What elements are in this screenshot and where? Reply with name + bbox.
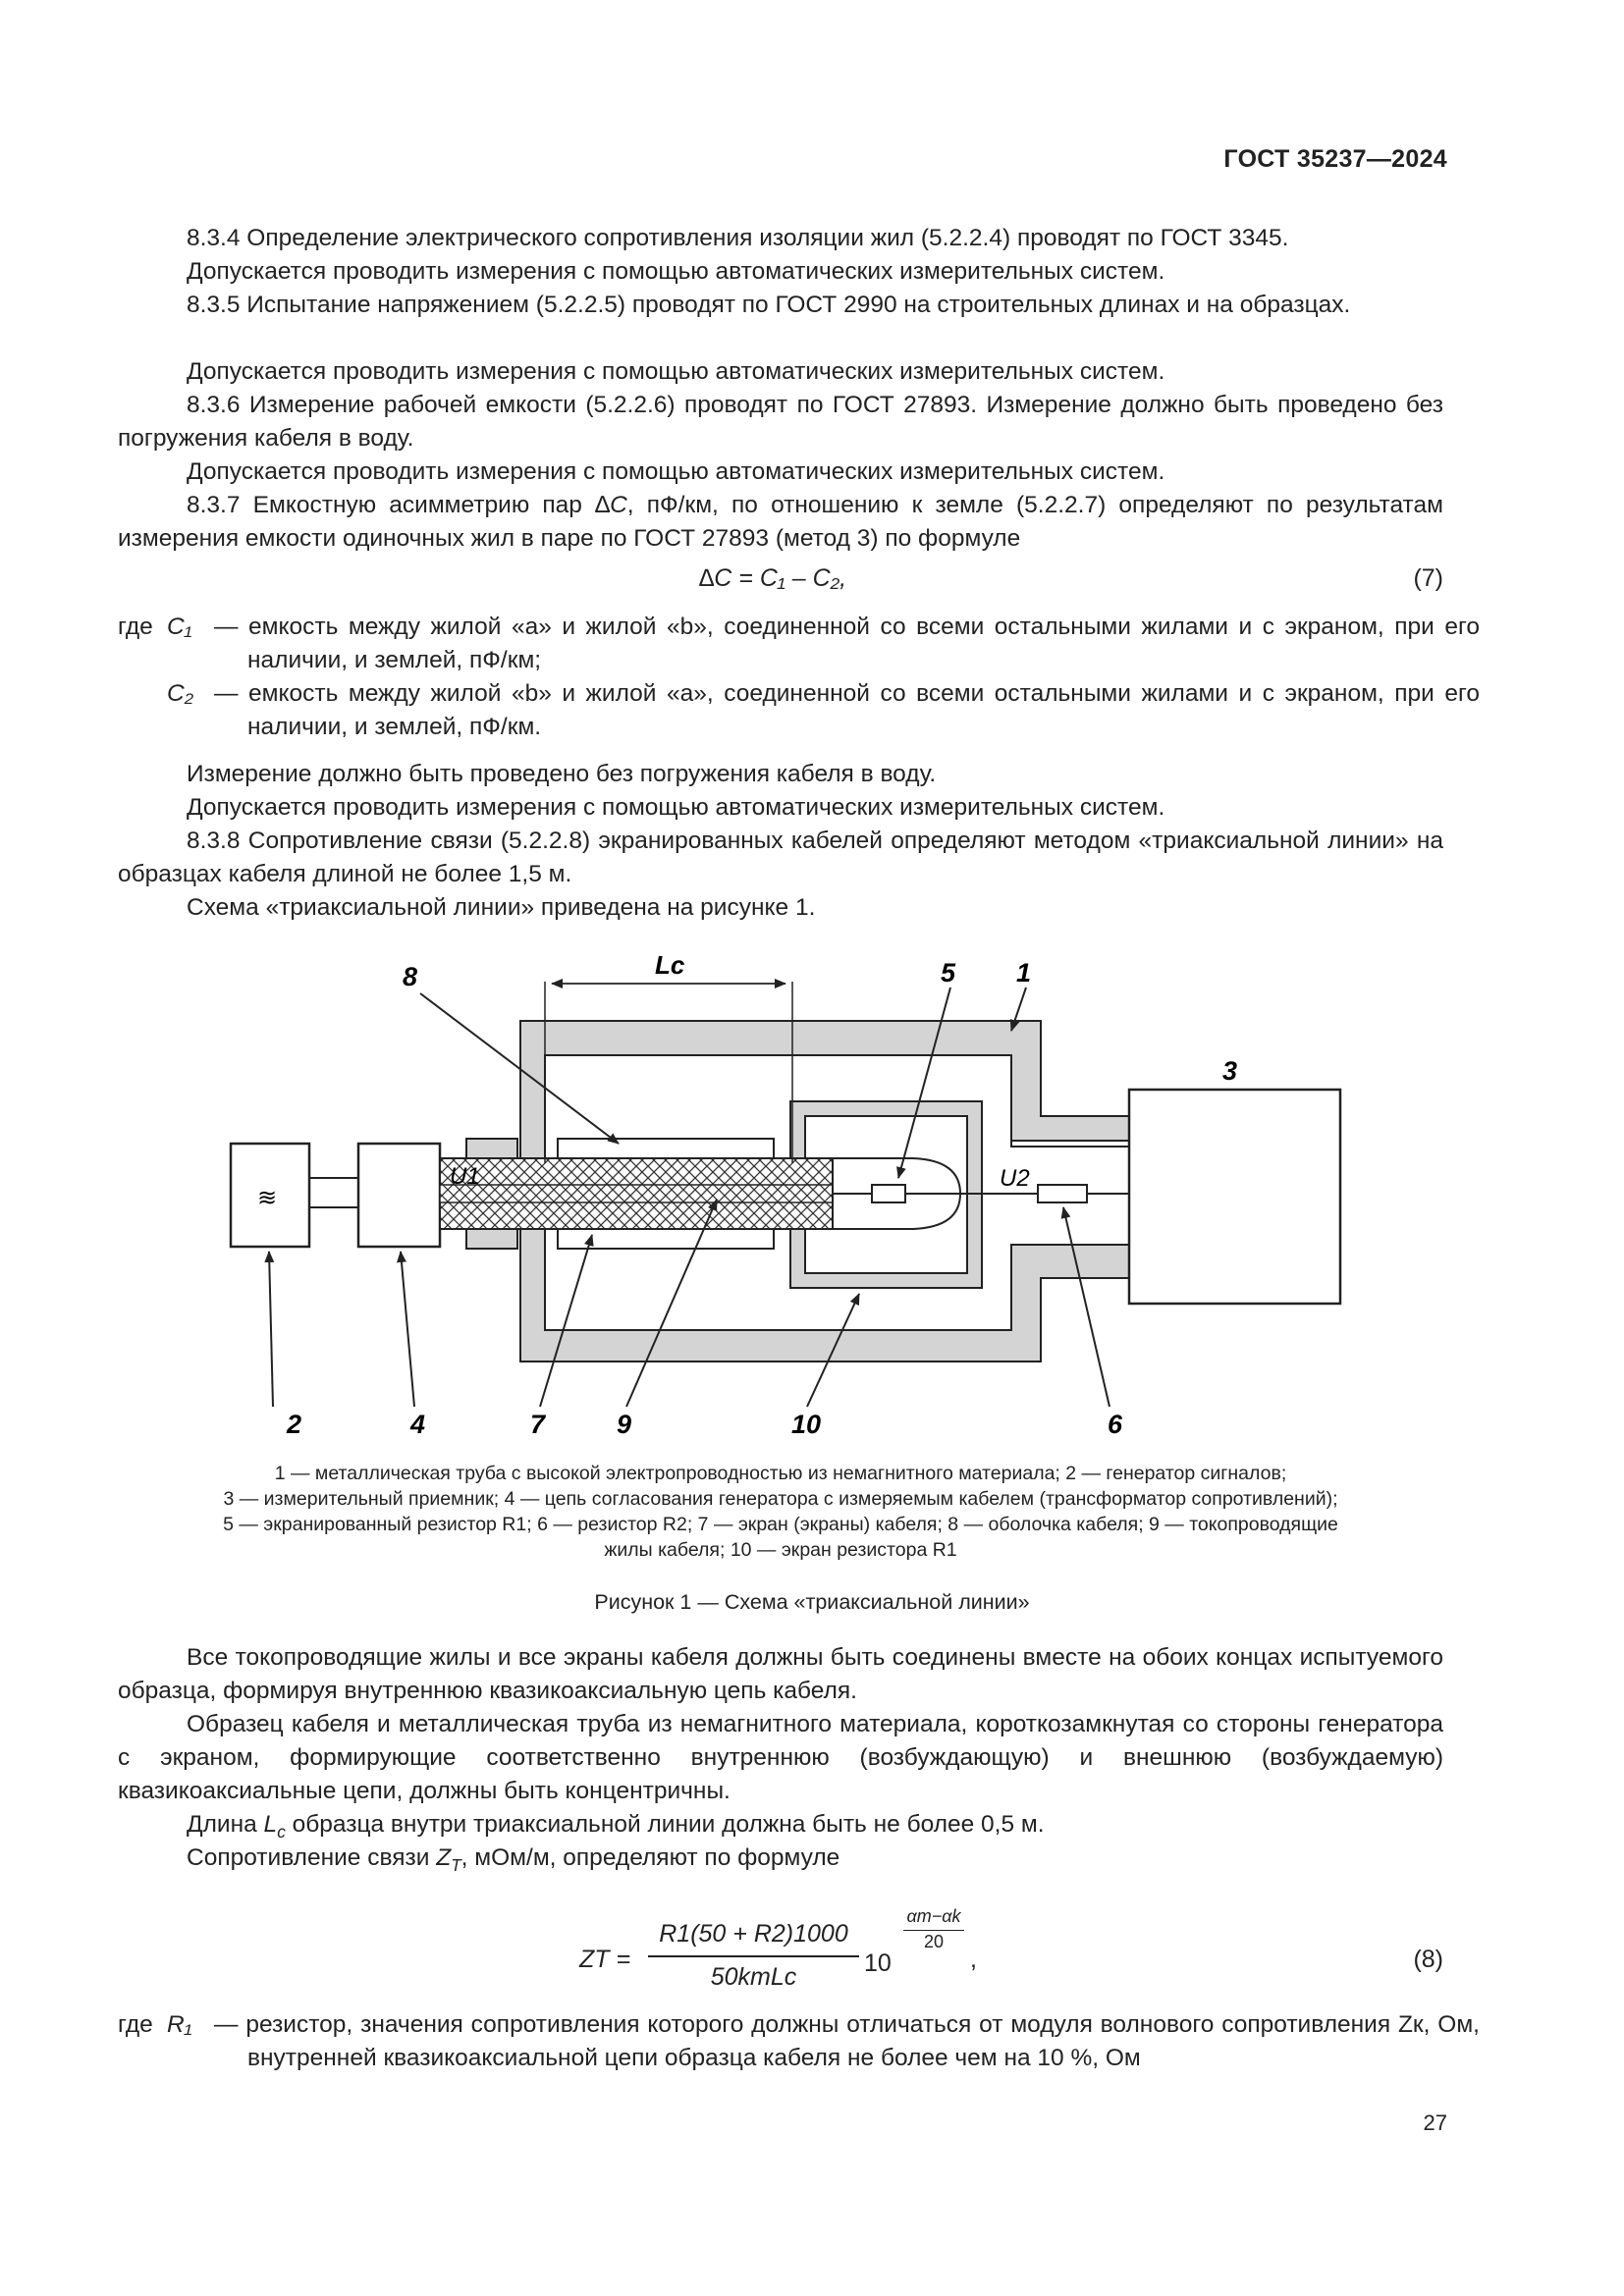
paragraph-all-joined: Все токопроводящие жилы и все экраны каб… xyxy=(118,1644,1443,1704)
u2-label: U2 xyxy=(1000,1165,1030,1192)
callout-10: 10 xyxy=(791,1410,821,1439)
where-label-8: где xyxy=(118,2011,153,2038)
symbol-c1: C₁ xyxy=(167,614,192,640)
figure-legend: 1 — металлическая труба с высокой электр… xyxy=(118,1461,1443,1563)
formula-8-comma: , xyxy=(970,1946,977,1973)
paragraph-scheme-ref: Схема «триаксиальной линии» приведена на… xyxy=(187,894,816,921)
paragraph-no-water: Измерение должно быть проведено без погр… xyxy=(187,761,937,787)
formula-8-exp-num: αm−αk xyxy=(906,1906,961,1926)
measuring-receiver xyxy=(1127,1088,1342,1306)
legend-line-4: жилы кабеля; 10 — экран резистора R1 xyxy=(604,1539,957,1561)
callout-7: 7 xyxy=(530,1410,547,1439)
paragraph-8-3-7-start: 8.3.7 Емкостную асимметрию пар ∆ xyxy=(187,492,611,518)
formula-7: ∆C = C₁ – C₂, xyxy=(699,564,847,592)
paragraph-length-start: Длина xyxy=(187,1811,264,1838)
formula-8-denominator: 50kmLc xyxy=(710,1963,797,1991)
paragraph-length-end: образца внутри триаксиальной линии должн… xyxy=(285,1811,1045,1838)
page-number: 27 xyxy=(1423,2110,1447,2135)
symbol-c2: C₂ xyxy=(167,680,194,707)
formula-8-lhs: ZT = xyxy=(579,1946,631,1973)
paragraph-8-3-6: 8.3.6 Измерение рабочей емкости (5.2.2.6… xyxy=(118,392,1443,452)
formula-8-numerator: R1(50 + R2)1000 xyxy=(659,1920,848,1948)
definition-c1: — емкость между жилой «a» и жилой «b», с… xyxy=(214,614,1480,673)
legend-line-2: 3 — измерительный приемник; 4 — цепь сог… xyxy=(223,1488,1338,1510)
callout-9: 9 xyxy=(617,1410,631,1439)
paragraph-allowed-2: Допускается проводить измерения с помощь… xyxy=(187,358,1165,385)
where-label-7: где xyxy=(118,614,153,640)
legend-line-3: 5 — экранированный резистор R1; 6 — рези… xyxy=(223,1514,1338,1535)
matching-network xyxy=(356,1142,442,1249)
triaxial-line-diagram: ≋ Lc U1 U2 8 5 1 3 2 4 7 xyxy=(229,950,1342,1439)
exponent-bar xyxy=(903,1930,964,1931)
u1-label: U1 xyxy=(450,1163,480,1190)
callout-2: 2 xyxy=(286,1410,301,1439)
wave-symbol: ≋ xyxy=(257,1185,277,1211)
formula-8: ZT = R1(50 + R2)1000 50kmLc 10 αm−αk 20 … xyxy=(579,1906,992,2014)
paragraph-zt: Сопротивление связи ZT, мОм/м, определяю… xyxy=(187,1844,840,1875)
resistor-r1 xyxy=(871,1184,906,1203)
paragraph-8-3-8: 8.3.8 Сопротивление связи (5.2.2.8) экра… xyxy=(118,828,1443,887)
callout-4: 4 xyxy=(409,1410,425,1439)
callout-3: 3 xyxy=(1222,1056,1237,1086)
callout-1: 1 xyxy=(1016,958,1031,988)
formula-8-number: (8) xyxy=(1413,1946,1443,1973)
paragraph-8-3-7: 8.3.7 Емкостную асимметрию пар ∆C, пФ/км… xyxy=(118,492,1443,552)
fraction-bar xyxy=(648,1955,859,1957)
lc-label: Lc xyxy=(655,950,685,980)
cable-core xyxy=(439,1184,834,1203)
figure-title: Рисунок 1 — Схема «триаксиальной линии» xyxy=(594,1590,1030,1614)
paragraph-allowed-3: Допускается проводить измерения с помощь… xyxy=(187,458,1165,485)
document-header: ГОСТ 35237—2024 xyxy=(1223,145,1447,173)
paragraph-allowed-1: Допускается проводить измерения с помощь… xyxy=(187,258,1165,285)
paragraph-8-3-7-end: , пФ/км, по отношению к земле (5.2.2.7) … xyxy=(118,492,1443,552)
paragraph-8-3-4: 8.3.4 Определение электрического сопроти… xyxy=(187,225,1289,251)
definition-r1: — резистор, значения сопротивления котор… xyxy=(214,2011,1480,2071)
signal-generator xyxy=(229,1142,311,1249)
paragraph-8-3-5: 8.3.5 Испытание напряжением (5.2.2.5) пр… xyxy=(187,292,1351,318)
formula-8-base: 10 xyxy=(864,1949,892,1977)
paragraph-zt-start: Сопротивление связи xyxy=(187,1844,437,1871)
callout-5: 5 xyxy=(941,958,956,988)
formula-8-exp-den: 20 xyxy=(923,1932,945,1951)
callout-8: 8 xyxy=(403,962,417,991)
symbol-r1: R₁ xyxy=(167,2011,192,2038)
formula-7-number: (7) xyxy=(1413,564,1443,592)
paragraph-sample: Образец кабеля и металлическая труба из … xyxy=(118,1711,1443,1804)
callout-6: 6 xyxy=(1108,1410,1123,1439)
paragraph-length: Длина Lc образца внутри триаксиальной ли… xyxy=(187,1811,1045,1842)
definition-c2: — емкость между жилой «b» и жилой «a», с… xyxy=(214,680,1480,740)
paragraph-allowed-4: Допускается проводить измерения с помощь… xyxy=(187,794,1165,821)
resistor-r2 xyxy=(1037,1184,1088,1203)
legend-line-1: 1 — металлическая труба с высокой электр… xyxy=(274,1463,1287,1484)
paragraph-zt-end: , мОм/м, определяют по формуле xyxy=(460,1844,840,1871)
